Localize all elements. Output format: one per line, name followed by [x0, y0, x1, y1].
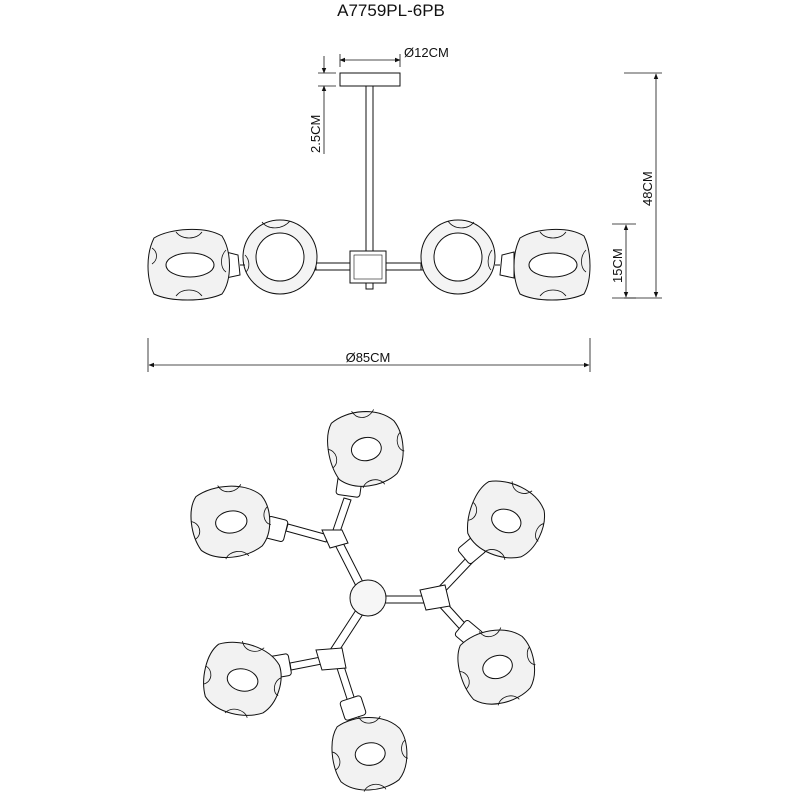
dim-label-canopy-height: 2.5CM [308, 115, 323, 153]
central-hub [349, 250, 387, 284]
plan-shade-top [321, 402, 410, 494]
dim-label-total-diameter: Ø85CM [346, 350, 391, 365]
front-elevation [147, 72, 591, 301]
plan-shade-bottom [327, 711, 412, 796]
plan-shade-left-lower [196, 634, 289, 724]
dimension-canopy-height: 2.5CM [308, 56, 336, 154]
dim-label-canopy-diameter: Ø12CM [404, 45, 449, 60]
shade-inner-left [242, 219, 318, 295]
shade-outer-right [513, 228, 591, 301]
dimension-canopy-diameter: Ø12CM [339, 45, 449, 67]
dim-label-total-height: 48CM [640, 171, 655, 206]
central-ball [349, 579, 387, 617]
canopy [339, 72, 401, 87]
dim-label-shade-height: 15CM [610, 248, 625, 283]
model-title: A7759PL-6PB [337, 1, 445, 20]
plan-shade-left-upper [185, 478, 276, 564]
shade-outer-left [147, 228, 230, 301]
dimension-total-diameter: Ø85CM [147, 338, 591, 372]
top-view [185, 402, 555, 796]
shade-inner-right [420, 219, 496, 295]
dimension-shade-height: 15CM [610, 223, 636, 299]
dimension-total-height: 48CM [624, 72, 662, 299]
